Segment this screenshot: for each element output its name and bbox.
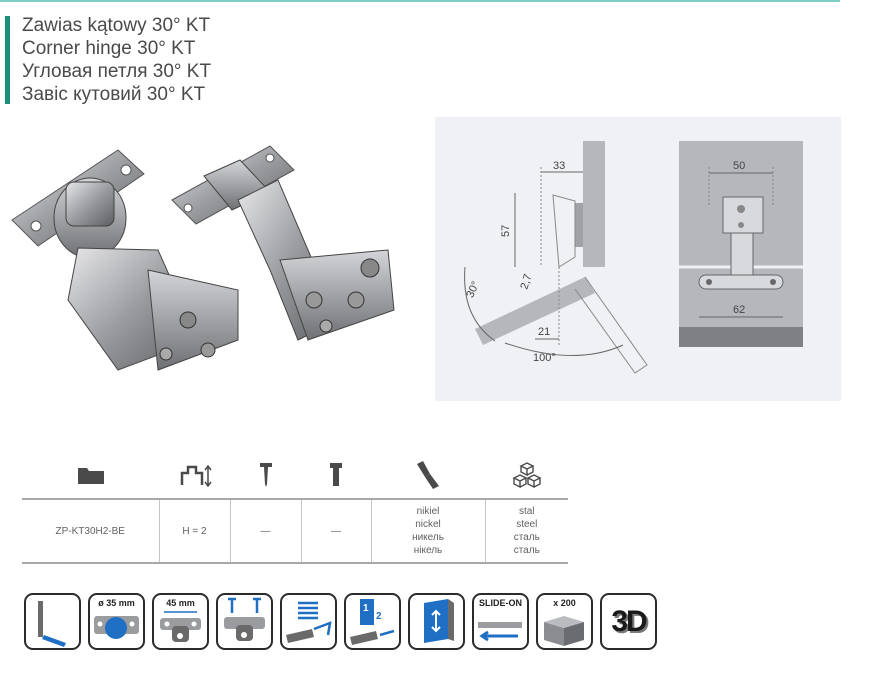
cabinet-adjust-icon	[424, 599, 454, 643]
hole-spacing-label: 45 mm	[166, 598, 195, 608]
hole-spacing-badge: 45 mm	[152, 593, 209, 650]
angle-30: 30°	[464, 280, 482, 300]
screw2-value: —	[300, 499, 371, 563]
finish-cell: nikiel nickel никель нікель	[370, 499, 485, 563]
title-en: Corner hinge 30° KT	[22, 38, 196, 59]
top-rule	[0, 0, 840, 2]
finish-en: nickel	[415, 519, 441, 530]
cup-diameter-badge: ø 35 mm	[88, 593, 145, 650]
angle-100: 100°	[533, 352, 556, 364]
soft-close-badge	[280, 593, 337, 650]
slide-on-icon	[478, 622, 522, 642]
corner-mount-badge	[24, 593, 81, 650]
wood-screw-icon	[230, 452, 301, 498]
slide-on-badge: SLIDE-ON	[472, 593, 529, 650]
table-row: ZP-KT30H2-BE H = 2 — — nikiel nickel ник…	[22, 499, 568, 563]
two-step-adjust-icon: 1 2	[350, 599, 395, 645]
finish-pl: nikiel	[416, 506, 440, 517]
dim-33: 33	[553, 160, 565, 172]
screw1-value: —	[229, 499, 301, 563]
feature-badges: ø 35 mm 45 mm	[24, 593, 657, 650]
euro-screw-icon	[301, 452, 371, 498]
height-value: H = 2	[158, 499, 230, 563]
3d-adjust-badge	[408, 593, 465, 650]
product-code: ZP-KT30H2-BE	[55, 525, 125, 537]
title-ru: Угловая петля 30° KT	[22, 61, 212, 82]
finish-ua: нікель	[413, 545, 443, 556]
corner-mount-icon	[38, 601, 66, 647]
title-accent-bar	[5, 16, 10, 104]
spring-damper-icon	[286, 601, 332, 643]
slide-on-label: SLIDE-ON	[478, 598, 522, 608]
cup-hole-icon	[94, 616, 139, 639]
material-ua: сталь	[513, 545, 540, 556]
spec-table: ZP-KT30H2-BE H = 2 — — nikiel nickel ник…	[22, 452, 568, 564]
box-icon	[544, 616, 584, 646]
material-ru: сталь	[513, 532, 540, 543]
two-step-adjust-badge: 1 2	[344, 593, 401, 650]
mounting-plate-icon	[160, 611, 201, 642]
material-cell: stal steel сталь сталь	[484, 499, 568, 563]
material-pl: stal	[518, 506, 535, 517]
product-titles: Zawias kątowy 30° KT Corner hinge 30° KT…	[22, 14, 211, 106]
height-adjust-icon	[159, 452, 230, 498]
dim-21: 21	[538, 326, 550, 338]
title-pl: Zawias kątowy 30° KT	[22, 15, 211, 36]
dim-50: 50	[733, 160, 745, 172]
3d-label: 3D	[611, 604, 647, 638]
dim-62: 62	[733, 304, 745, 316]
material-cubes-icon	[485, 452, 568, 498]
title-ua: Завіс кутовий 30° KT	[22, 84, 206, 105]
3d-model-badge[interactable]: 3D	[600, 593, 657, 650]
pack-quantity-badge: x 200	[536, 593, 593, 650]
material-en: steel	[516, 519, 538, 530]
cup-diameter-label: ø 35 mm	[98, 598, 135, 608]
dim-57: 57	[500, 225, 512, 237]
side-panel	[583, 141, 605, 267]
screw-mount-badge	[216, 593, 273, 650]
step-1-label: 1	[363, 603, 369, 614]
step-2-label: 2	[376, 611, 382, 622]
product-photo	[8, 140, 408, 390]
finish-brush-icon	[371, 452, 485, 498]
folder-icon	[22, 452, 159, 498]
screw-mount-icon	[224, 597, 265, 641]
pack-quantity-label: x 200	[553, 598, 576, 608]
dim-2-7: 2,7	[518, 273, 534, 291]
finish-ru: никель	[412, 532, 444, 543]
spec-header-icons	[22, 452, 568, 498]
technical-drawing: 33 57 2,7 21 30° 100° 50 62	[435, 117, 841, 401]
